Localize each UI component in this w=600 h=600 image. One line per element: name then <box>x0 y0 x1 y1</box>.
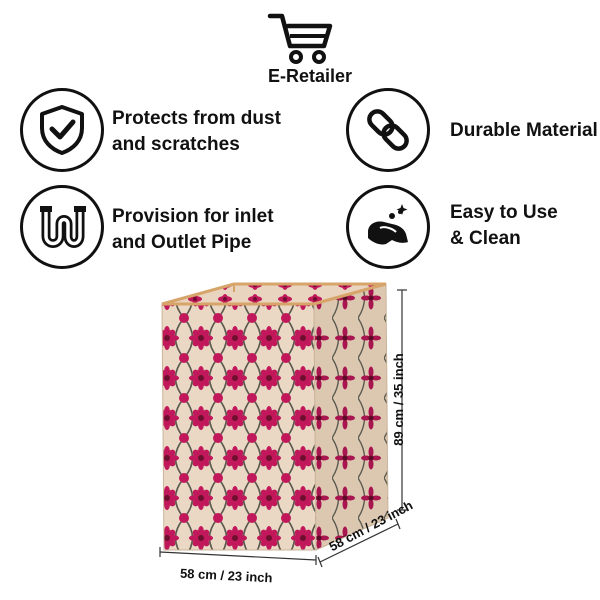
product-image <box>150 278 410 578</box>
chain-link-icon <box>367 109 409 151</box>
wash-circle <box>346 185 430 269</box>
chain-circle <box>346 88 430 172</box>
feature-clean-line2: & Clean <box>450 228 521 249</box>
feature-clean: Easy to Use & Clean <box>450 200 558 252</box>
feature-pipe-line2: and Outlet Pipe <box>112 232 252 253</box>
washing-machine-cover <box>161 282 389 551</box>
shield-check-icon <box>40 105 84 155</box>
feature-pipe-line1: Provision for inlet <box>112 206 274 227</box>
feature-dust-line1: Protects from dust <box>112 108 281 129</box>
feature-dust: Protects from dust and scratches <box>112 106 281 158</box>
feature-durable: Durable Material <box>450 118 598 144</box>
pipe-icon <box>40 206 86 248</box>
brand-logo <box>266 10 336 66</box>
feature-pipe: Provision for inlet and Outlet Pipe <box>112 204 274 256</box>
height-label: 89 cm / 35 inch <box>390 353 406 446</box>
brand-name: E-Retailer <box>267 66 353 86</box>
shield-circle <box>20 88 104 172</box>
feature-dust-line2: and scratches <box>112 134 240 155</box>
feature-durable-line1: Durable Material <box>450 120 598 141</box>
feature-clean-line1: Easy to Use <box>450 202 558 223</box>
hand-wash-icon <box>368 204 408 245</box>
pipe-circle <box>20 185 104 269</box>
shopping-cart-icon <box>267 13 333 64</box>
